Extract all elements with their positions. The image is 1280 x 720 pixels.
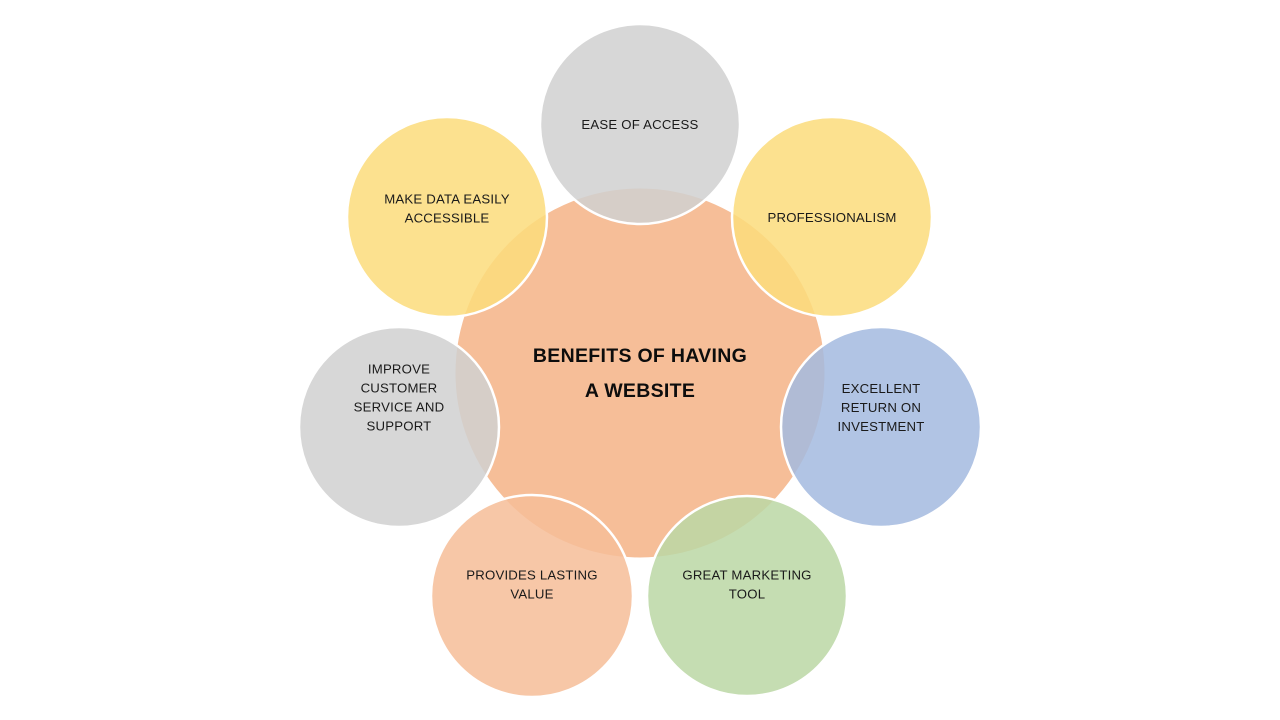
petal-ease-of-access[interactable] xyxy=(538,22,742,226)
petal-circle-group xyxy=(297,22,983,699)
petal-label-make-data-easily-accessible: MAKE DATA EASILY ACCESSIBLE xyxy=(384,192,510,226)
center-title-line-2: A WEBSITE xyxy=(585,380,695,402)
petal-label-line: EASE OF ACCESS xyxy=(581,117,698,132)
petal-label-line: GREAT MARKETING xyxy=(682,568,811,583)
petal-label-line: RETURN ON xyxy=(841,400,921,415)
petal-label-line: INVESTMENT xyxy=(838,419,925,434)
petal-circle-ease-of-access[interactable] xyxy=(538,22,742,226)
petal-label-ease-of-access: EASE OF ACCESS xyxy=(581,117,698,132)
petal-label-line: EXCELLENT xyxy=(842,381,921,396)
petal-provides-lasting-value[interactable] xyxy=(429,493,635,699)
petal-circle-professionalism[interactable] xyxy=(730,115,934,319)
center-label-group: BENEFITS OF HAVING A WEBSITE xyxy=(533,345,747,402)
petal-label-provides-lasting-value: PROVIDES LASTING VALUE xyxy=(466,568,597,602)
petal-excellent-return-on-investment[interactable] xyxy=(779,325,983,529)
petal-label-great-marketing-tool: GREAT MARKETING TOOL xyxy=(682,568,811,602)
petal-professionalism[interactable] xyxy=(730,115,934,319)
center-title-line-1: BENEFITS OF HAVING xyxy=(533,345,747,367)
petal-label-line: VALUE xyxy=(510,587,553,602)
petal-label-line: PROFESSIONALISM xyxy=(767,210,896,225)
petal-label-line: IMPROVE xyxy=(368,362,430,377)
petal-great-marketing-tool[interactable] xyxy=(645,494,849,698)
petal-label-improve-customer-service-and-support: IMPROVE CUSTOMER SERVICE AND SUPPORT xyxy=(354,362,445,434)
petal-label-line: ACCESSIBLE xyxy=(405,211,490,226)
petal-label-line: SUPPORT xyxy=(367,419,432,434)
petal-label-line: SERVICE AND xyxy=(354,400,445,415)
petal-make-data-easily-accessible[interactable] xyxy=(345,115,549,319)
petal-improve-customer-service-and-support[interactable] xyxy=(297,325,501,529)
petal-circle-great-marketing-tool[interactable] xyxy=(645,494,849,698)
petal-label-excellent-return-on-investment: EXCELLENT RETURN ON INVESTMENT xyxy=(838,381,925,434)
petal-label-group: EASE OF ACCESS PROFESSIONALISM EXCELLENT RE… xyxy=(354,117,925,602)
petal-label-line: PROVIDES LASTING xyxy=(466,568,597,583)
petal-label-professionalism: PROFESSIONALISM xyxy=(767,210,896,225)
petal-label-line: CUSTOMER xyxy=(361,381,438,396)
petal-circle-make-data-easily-accessible[interactable] xyxy=(345,115,549,319)
petal-label-line: TOOL xyxy=(729,587,765,602)
petal-circle-improve-customer-service-and-support[interactable] xyxy=(297,325,501,529)
petal-label-line: MAKE DATA EASILY xyxy=(384,192,510,207)
petal-circle-provides-lasting-value[interactable] xyxy=(429,493,635,699)
petal-circle-excellent-return-on-investment[interactable] xyxy=(779,325,983,529)
